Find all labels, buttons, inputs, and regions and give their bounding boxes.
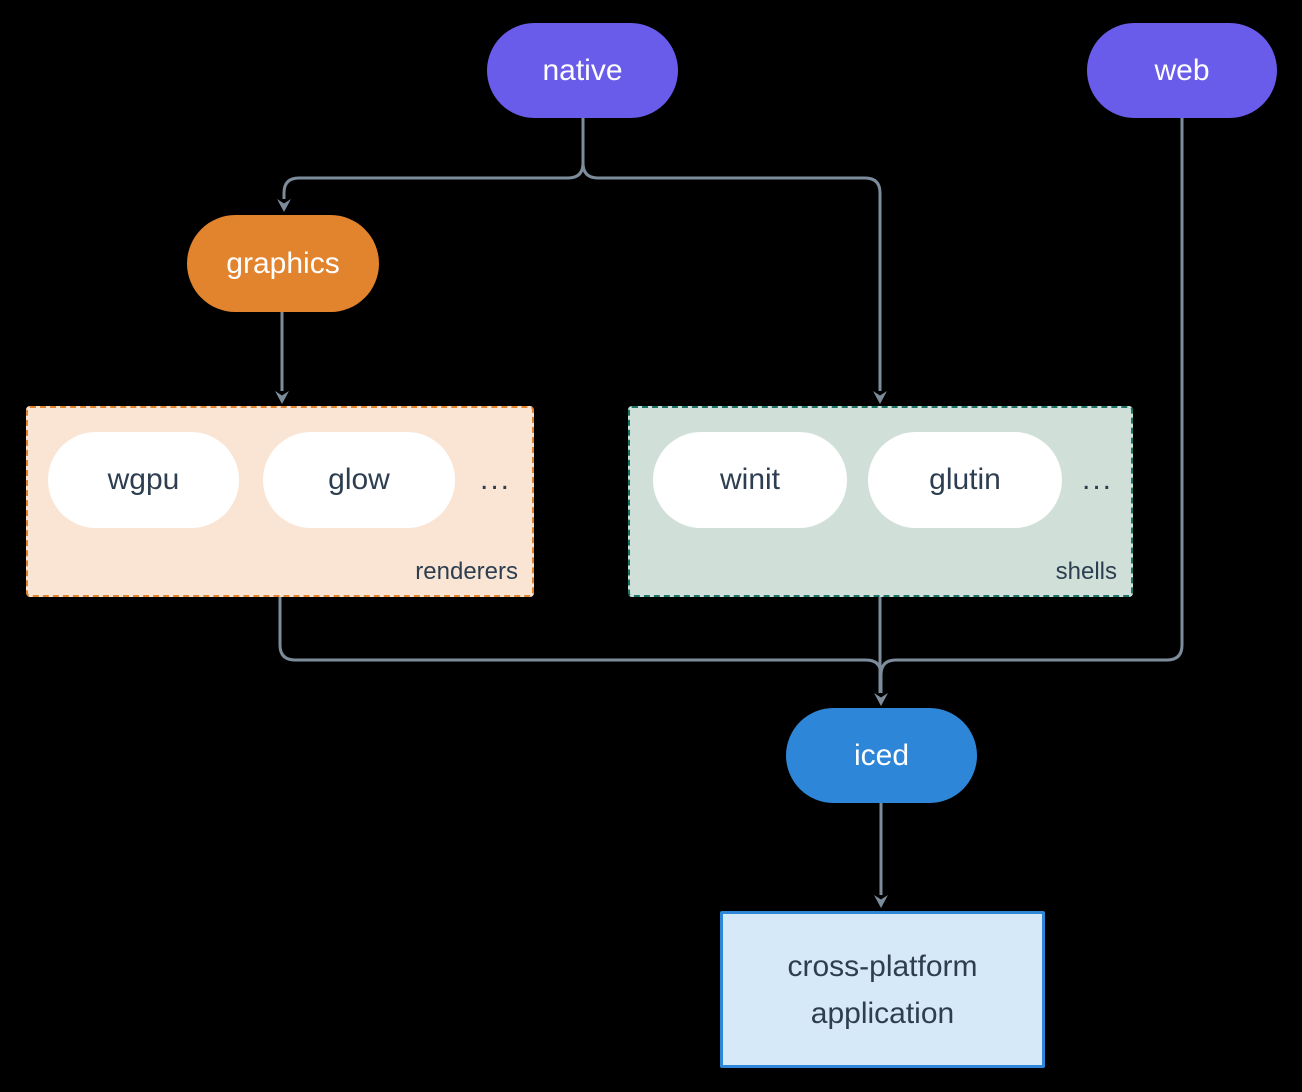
- arrowhead-into-iced: [874, 693, 888, 706]
- node-glutin-label: glutin: [929, 463, 1001, 496]
- group-shells: winit glutin ... shells: [628, 406, 1133, 597]
- node-native-label: native: [542, 53, 623, 87]
- node-cross-platform-application: cross-platform application: [720, 911, 1045, 1068]
- group-renderers: wgpu glow ... renderers: [26, 406, 534, 597]
- node-wgpu-label: wgpu: [107, 463, 180, 496]
- node-web-label: web: [1154, 53, 1210, 87]
- arrowhead-into-graphics: [277, 199, 291, 212]
- node-native: native: [487, 23, 678, 118]
- node-wgpu: wgpu: [48, 432, 239, 528]
- renderers-group-label: renderers: [415, 558, 518, 585]
- shells-ellipsis: ...: [1082, 463, 1114, 496]
- node-graphics-label: graphics: [226, 246, 340, 280]
- application-label-line1: cross-platform: [787, 949, 978, 983]
- edge-native-graphics: [282, 118, 585, 199]
- node-glow-label: glow: [328, 463, 390, 496]
- node-glow: glow: [263, 432, 455, 528]
- node-graphics: graphics: [187, 215, 379, 312]
- edge-web-iced: [879, 118, 1184, 693]
- node-iced-label: iced: [853, 738, 910, 772]
- node-web: web: [1087, 23, 1277, 118]
- arrowhead-into-application: [874, 895, 888, 908]
- node-glutin: glutin: [868, 432, 1062, 528]
- edge-renderers-iced: [278, 597, 883, 693]
- node-winit: winit: [653, 432, 847, 528]
- arrowhead-into-shells: [873, 391, 887, 404]
- node-iced: iced: [786, 708, 977, 803]
- shells-group-label: shells: [1055, 558, 1117, 585]
- edge-native-shells: [581, 118, 882, 391]
- application-label-line2: application: [810, 996, 955, 1030]
- renderers-ellipsis: ...: [480, 463, 512, 496]
- node-winit-label: winit: [719, 463, 780, 496]
- arrowhead-into-renderers: [275, 391, 289, 404]
